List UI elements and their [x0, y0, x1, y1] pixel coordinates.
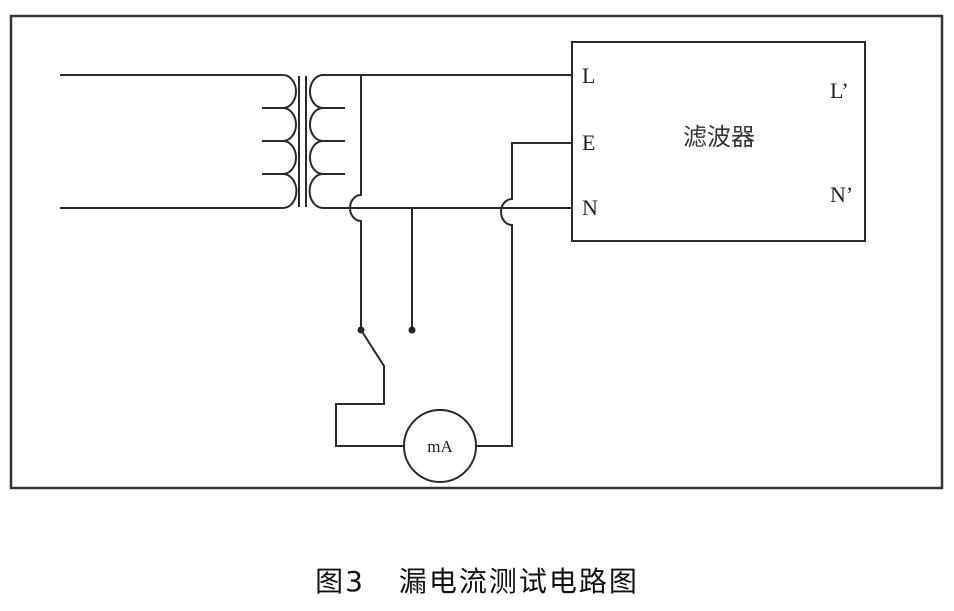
pin-L: L: [582, 63, 595, 88]
transformer-icon: [262, 74, 345, 209]
switch-icon[interactable]: [335, 326, 416, 447]
pin-L-out: L’: [830, 78, 849, 103]
figure-number: 图3: [315, 565, 365, 598]
wire-E: [476, 142, 572, 447]
filter-box: [571, 41, 866, 242]
figure-title: 漏电流测试电路图: [398, 565, 639, 598]
milliammeter-icon: mA: [403, 409, 477, 483]
figure-caption: 图3 漏电流测试电路图: [0, 560, 954, 600]
pin-N: N: [582, 195, 598, 220]
meter-label: mA: [427, 437, 453, 456]
outer-frame: [9, 14, 944, 490]
wire-L-to-switch: [349, 75, 362, 330]
filter-label: 滤波器: [683, 123, 755, 151]
pin-E: E: [582, 130, 595, 155]
pin-N-out: N’: [830, 182, 853, 207]
